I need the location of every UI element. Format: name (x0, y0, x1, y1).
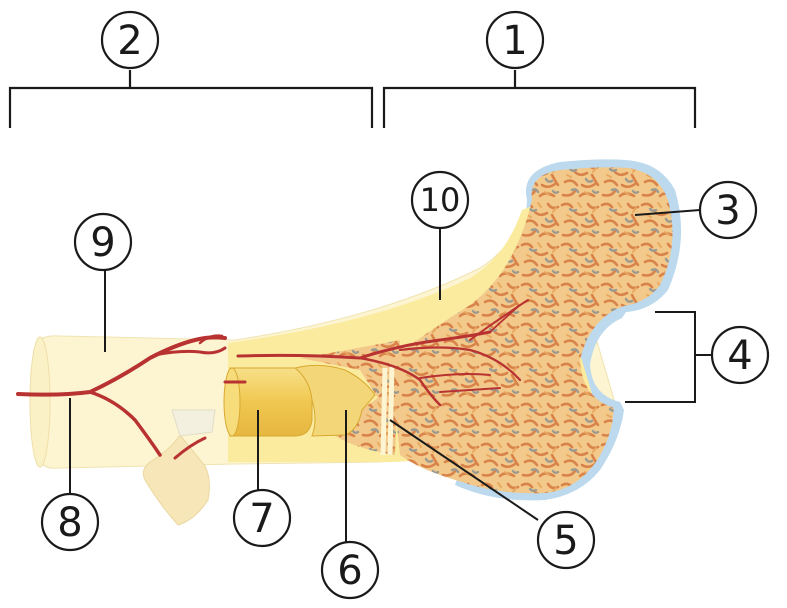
bracket-epiphysis (382, 70, 697, 128)
callout-9: 9 (73, 212, 133, 272)
epiphyseal-line (380, 365, 395, 456)
callout-6: 6 (320, 540, 380, 600)
spongy-bone-head (390, 167, 673, 494)
spongy-bone-shaft (300, 340, 400, 455)
callout-8: 8 (40, 492, 100, 552)
callout-2: 2 (100, 10, 160, 70)
shaft-cut-face (29, 336, 51, 468)
callout-10-number: 10 (420, 181, 461, 219)
marrow-cylinder-end (223, 367, 241, 437)
bracket-diaphysis (8, 70, 374, 128)
callout-2-number: 2 (117, 18, 142, 64)
callout-10: 10 (410, 170, 470, 230)
callout-1-number: 1 (502, 18, 527, 64)
callout-4: 4 (710, 325, 770, 385)
callout-4-number: 4 (727, 333, 752, 379)
callout-3: 3 (698, 180, 758, 240)
yellow-marrow-cylinder (293, 364, 376, 437)
callout-8-number: 8 (57, 500, 82, 546)
marrow-cavity (229, 367, 313, 437)
callout-5-number: 5 (553, 518, 578, 564)
callout-3-number: 3 (715, 188, 740, 234)
callout-1: 1 (485, 10, 545, 70)
callout-7: 7 (232, 488, 292, 548)
callout-7-number: 7 (249, 496, 274, 542)
periosteum-flap (142, 434, 210, 526)
callout-9-number: 9 (90, 220, 115, 266)
periosteum-flap-fold (171, 409, 216, 437)
leader-lines (69, 209, 712, 548)
callout-6-number: 6 (337, 548, 362, 594)
blood-vessels (16, 299, 529, 460)
callout-5: 5 (536, 510, 596, 570)
